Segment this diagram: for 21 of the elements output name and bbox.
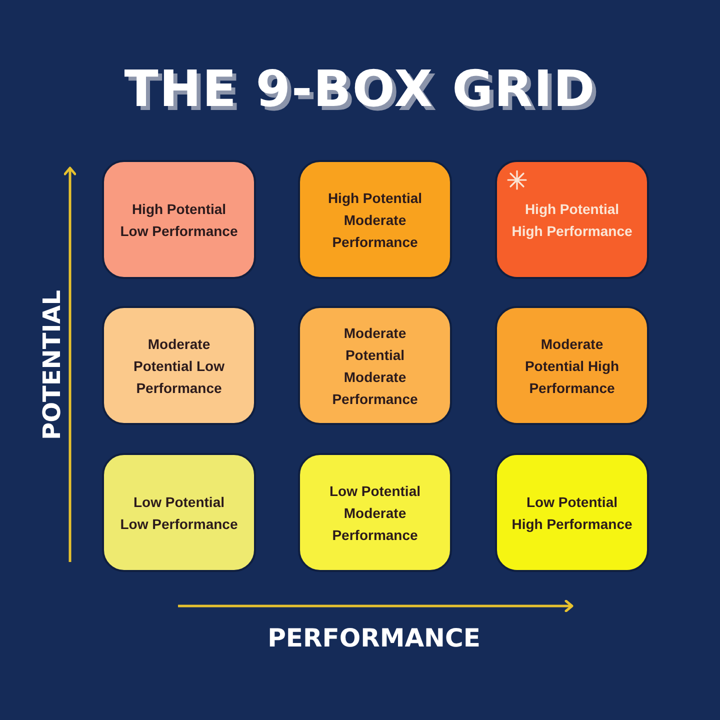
grid-box: [495, 306, 649, 425]
box-label: Low Potential Moderate Performance: [328, 482, 422, 544]
grid-box: [298, 453, 452, 572]
box-label: Moderate Potential Moderate Performance: [331, 324, 419, 408]
box-label: Low Potential High Performance: [511, 492, 633, 534]
box-label: Low Potential Low Performance: [119, 492, 239, 534]
grid-box: [495, 160, 649, 279]
grid-box: [298, 306, 452, 425]
box-label: Moderate Potential High Performance: [524, 334, 620, 398]
grid-box: [102, 160, 256, 279]
box-label: High Potential Moderate Performance: [326, 188, 424, 252]
box-label: High Potential Low Performance: [119, 200, 239, 240]
box-label: High Potential High Performance: [511, 200, 633, 241]
grid-box: [102, 453, 256, 572]
title: THE 9-BOX GRID: [124, 59, 596, 120]
grid-box: [102, 306, 256, 425]
axis-label: PERFORMANCE: [268, 622, 480, 654]
grid-box: [298, 160, 452, 279]
grid-box: [495, 453, 649, 572]
axis-label: POTENTIAL: [37, 290, 67, 440]
box-label: Moderate Potential Low Performance: [132, 334, 226, 398]
